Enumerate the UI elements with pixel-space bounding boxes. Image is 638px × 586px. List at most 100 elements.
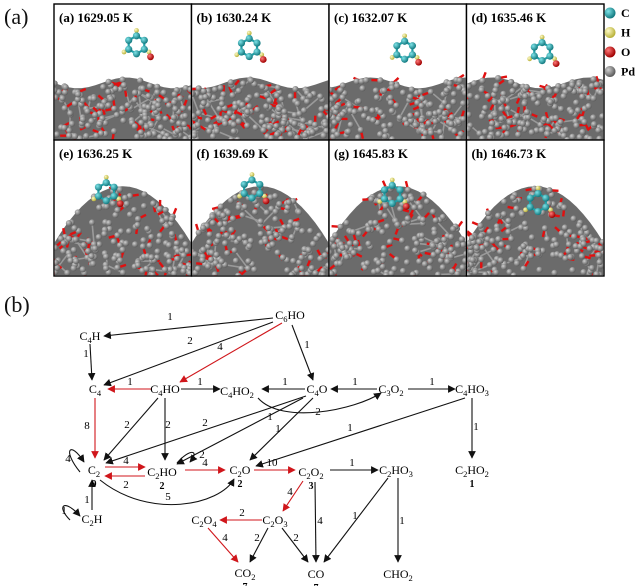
legend-label: Pd [621, 65, 635, 79]
node-c4h: C4H [80, 329, 101, 345]
edge-c4o-to-c2: 2 [105, 395, 307, 465]
edge-count: 2 [202, 417, 208, 429]
edge-count: 2 [165, 419, 171, 431]
node-cho2: CHO2 [383, 567, 413, 583]
legend-label: H [621, 26, 631, 40]
node-c4ho2: C4HO2 [220, 384, 254, 400]
edge-c2ho-to-c2ho: 2 [176, 449, 205, 464]
edge-count: 1 [83, 348, 89, 360]
edge-c2h-to-c2h: 1 [61, 505, 81, 521]
edge-count: 1 [282, 376, 288, 388]
edge-count: 1 [304, 339, 310, 351]
edge-c2ho-to-c2o: 4 [185, 457, 226, 474]
edge-c3o2-to-c4o: 1 [330, 376, 377, 393]
node-co: CO7 [308, 567, 325, 586]
node-co2: CO27 [235, 566, 256, 586]
edge-c6ho-to-c4: 2 [103, 321, 274, 387]
edge-count: 2 [123, 479, 129, 491]
edge-c6ho-to-c4ho: 4 [179, 322, 283, 383]
edge-c4-to-c2: 8 [84, 398, 99, 459]
node-c2o4: C2O4 [191, 513, 217, 529]
svg-text:C4H: C4H [80, 329, 101, 345]
node-count: 7 [243, 582, 248, 586]
edge-count: 4 [222, 532, 228, 544]
edge-c4ho-to-c2ho: 2 [161, 398, 171, 461]
edge-count: 1 [197, 376, 203, 388]
svg-text:CO: CO [308, 567, 325, 581]
snapshot-6: (f) 1639.69 K [190, 139, 330, 277]
edge-count: 2 [124, 419, 130, 431]
edge-count: 5 [165, 491, 171, 503]
node-c2h: C2H [82, 512, 103, 528]
node-c2ho3: C2HO3 [379, 463, 413, 479]
svg-text:C4HO3: C4HO3 [455, 382, 489, 398]
svg-text:CO2: CO2 [235, 566, 256, 582]
svg-text:C2O3: C2O3 [262, 513, 287, 529]
svg-text:C2O2: C2O2 [298, 465, 323, 481]
legend-swatch [604, 27, 616, 38]
edge-count: 8 [84, 420, 90, 432]
svg-text:C4O: C4O [307, 382, 328, 398]
snapshot-8: (h) 1646.73 K [465, 139, 605, 277]
svg-text:C2: C2 [88, 463, 100, 479]
node-c4ho: C4HO [150, 382, 180, 398]
edge-c6ho-to-c4h: 1 [103, 311, 274, 340]
edge-count: 1 [84, 494, 90, 506]
edge-count: 1 [429, 376, 435, 388]
edge-count: 4 [217, 341, 223, 353]
edge-c2-to-c2o: 5 [99, 478, 235, 506]
node-c2: C29 [88, 463, 100, 490]
edge-count: 2 [187, 335, 193, 347]
legend-label: C [621, 6, 630, 20]
node-count: 2 [160, 481, 165, 492]
edge-count: 2 [315, 406, 321, 418]
edge-count: 4 [202, 457, 208, 469]
edge-count: 10 [267, 457, 279, 469]
edge-c4ho-to-c4ho2: 1 [181, 376, 221, 393]
svg-text:C4: C4 [89, 382, 102, 398]
edge-count: 4 [123, 455, 129, 467]
snapshot-caption: (b) 1630.24 K [197, 10, 273, 25]
edge-c2o3-to-c2o4: 2 [219, 507, 262, 524]
edge-count: 1 [352, 510, 358, 522]
node-c6ho: C6HO [275, 308, 305, 324]
edge-count: 1 [275, 423, 281, 435]
node-c2ho: C2HO2 [147, 465, 177, 492]
snapshot-caption: (f) 1639.69 K [197, 146, 270, 161]
svg-text:C3O2: C3O2 [378, 382, 403, 398]
snapshot-caption: (g) 1645.83 K [334, 146, 409, 161]
edge-c2o2-to-c2ho3: 1 [330, 457, 379, 474]
node-count: 2 [238, 479, 243, 490]
svg-text:C2HO: C2HO [147, 465, 177, 481]
edge-count: 1 [352, 376, 358, 388]
edge-count: 2 [254, 532, 260, 544]
svg-text:C2O4: C2O4 [191, 513, 217, 529]
snapshot-caption: (c) 1632.07 K [334, 10, 408, 25]
svg-text:C6HO: C6HO [275, 308, 305, 324]
snapshot-2: (b) 1630.24 K [190, 3, 330, 141]
svg-text:C4HO2: C4HO2 [220, 384, 254, 400]
edge-c2o-to-c2o2: 10 [254, 457, 296, 474]
edge-count: 2 [293, 532, 299, 544]
edge-c4ho3-to-c2ho2: 1 [468, 398, 479, 459]
edge-c2o3-to-co2: 2 [249, 527, 269, 563]
edge-count: 2 [239, 507, 245, 519]
snapshot-grid: (a) 1629.05 K(b) 1630.24 K(c) 1632.07 K(… [53, 3, 605, 277]
svg-text:C2O: C2O [230, 463, 251, 479]
node-c4: C4 [89, 382, 102, 398]
node-count: 1 [470, 479, 475, 490]
edge-count: 4 [65, 453, 71, 465]
edge-c4ho-to-c4: 1 [107, 376, 152, 393]
panel-b-label: (b) [4, 292, 30, 317]
snapshot-caption: (e) 1636.25 K [59, 146, 133, 161]
snapshot-4: (d) 1635.46 K [465, 3, 605, 141]
edge-c2o4-to-co2: 4 [207, 527, 239, 563]
svg-text:C2HO2: C2HO2 [455, 463, 489, 479]
edge-c4ho3-to-c2o: 1 [255, 397, 466, 468]
